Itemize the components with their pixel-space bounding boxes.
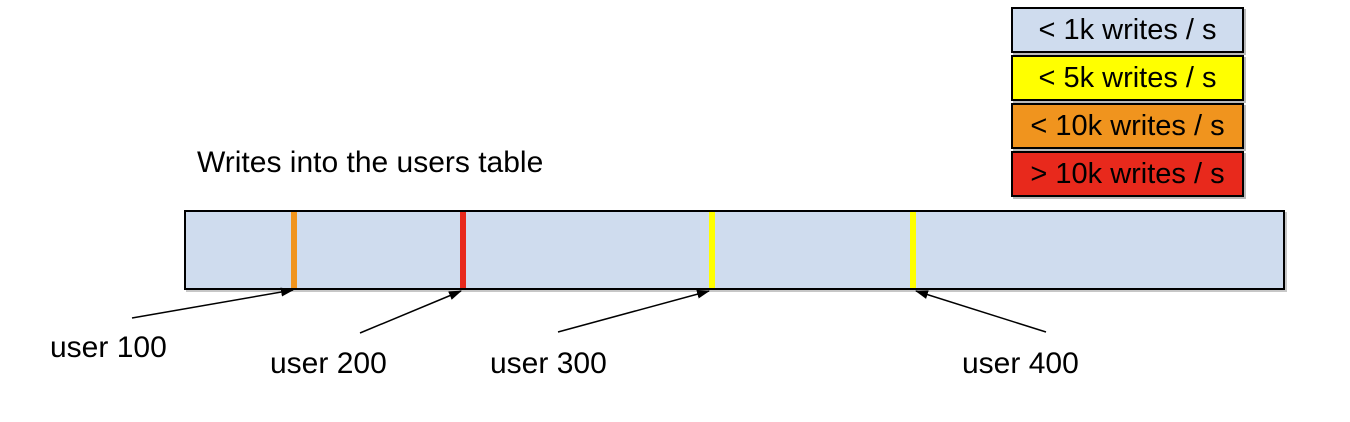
arrow-user-300 — [557, 289, 710, 333]
legend: < 1k writes / s < 5k writes / s < 10k wr… — [1011, 7, 1244, 197]
write-hotspot-marker-user-300 — [709, 212, 715, 288]
user-400-label: user 400 — [962, 347, 1079, 380]
legend-item-lt-1k: < 1k writes / s — [1011, 7, 1244, 53]
write-hotspot-marker-user-100 — [291, 212, 297, 288]
legend-item-lt-10k: < 10k writes / s — [1011, 103, 1244, 149]
users-table-bar — [184, 210, 1285, 290]
legend-item-lt-10k-label: < 10k writes / s — [1030, 109, 1225, 142]
legend-item-lt-1k-label: < 1k writes / s — [1038, 13, 1217, 46]
user-300-label: user 300 — [490, 347, 607, 380]
write-hotspot-marker-user-400 — [910, 212, 916, 288]
user-100-label: user 100 — [50, 331, 167, 364]
arrow-user-100 — [131, 287, 294, 319]
legend-item-gt-10k-label: > 10k writes / s — [1030, 157, 1225, 190]
diagram-title: Writes into the users table — [197, 146, 544, 179]
write-hotspot-marker-user-200 — [460, 212, 466, 288]
arrow-user-400 — [915, 290, 1047, 333]
legend-item-lt-5k-label: < 5k writes / s — [1038, 61, 1217, 94]
legend-item-gt-10k: > 10k writes / s — [1011, 151, 1244, 197]
arrow-user-200 — [359, 290, 462, 334]
user-200-label: user 200 — [270, 347, 387, 380]
legend-item-lt-5k: < 5k writes / s — [1011, 55, 1244, 101]
